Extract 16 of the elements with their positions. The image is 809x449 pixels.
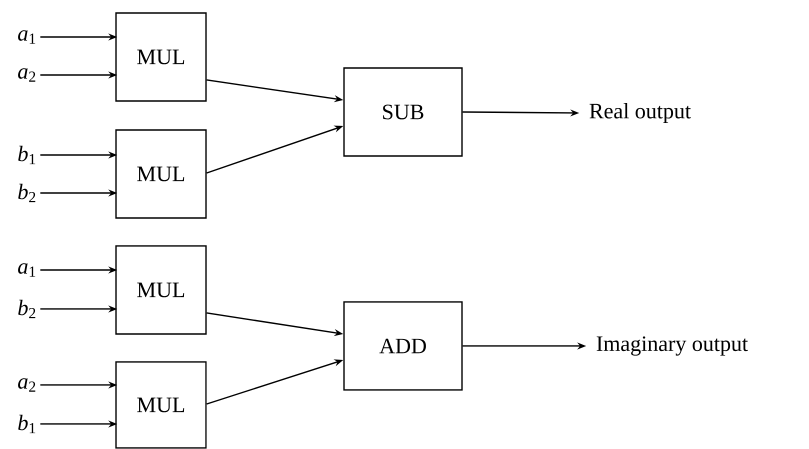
input-label: a$_{1}$ [18, 30, 36, 44]
operation-box: MUL [115, 129, 207, 219]
operation-box: MUL [115, 245, 207, 335]
input-label: b$_{2}$ [18, 184, 36, 202]
output-label: Real output [590, 103, 691, 123]
input-label: a$_{1}$ [18, 263, 36, 277]
input-label: b$_{2}$ [18, 300, 36, 318]
input-label: a$_{2}$ [18, 378, 36, 392]
input-label: a$_{2}$ [18, 68, 36, 82]
operation-box: SUB [343, 67, 463, 157]
input-label: b$_{1}$ [18, 146, 36, 164]
output-label: Imaginary output [596, 336, 748, 356]
operation-box: ADD [343, 301, 463, 391]
input-label: b$_{1}$ [18, 414, 36, 434]
operation-box: MUL [115, 12, 207, 102]
operation-box: MUL [115, 361, 207, 449]
